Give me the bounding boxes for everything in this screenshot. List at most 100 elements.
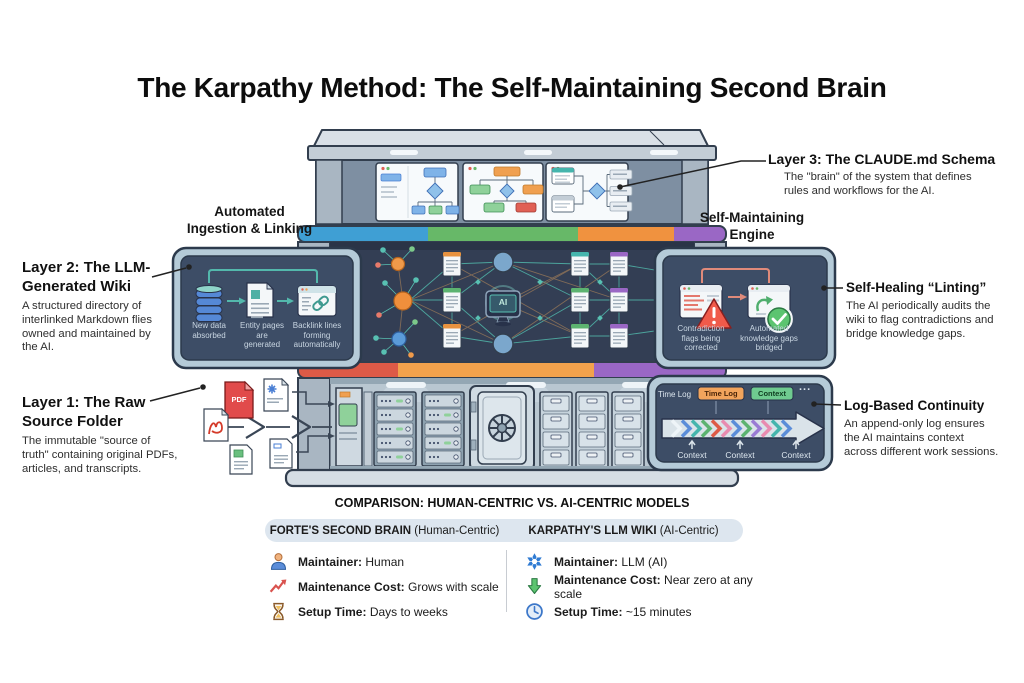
flow-chevron-icon (291, 415, 312, 439)
log-panel (646, 374, 834, 472)
layer3-title: Layer 3: The CLAUDE.md Schema (768, 151, 996, 167)
forte-header-bold: FORTE'S SECOND BRAIN (269, 524, 412, 537)
context-pointer-arrows (688, 439, 800, 449)
row-label: Setup Time: (298, 604, 367, 619)
ai-monitor (485, 290, 521, 327)
layer3-annotation: Layer 3: The CLAUDE.md Schema The "brain… (768, 151, 1008, 199)
row-value: ~15 minutes (625, 604, 692, 619)
comparison-header-pill: FORTE'S SECOND BRAIN (Human-Centric) KAR… (265, 519, 743, 542)
row-value: Near zero at any scale (554, 572, 753, 601)
person-icon (270, 553, 287, 570)
engine-caption-2: Automated knowledge gaps bridged (740, 324, 798, 353)
acrobat-file-icon (203, 407, 230, 442)
top-floor (315, 159, 709, 225)
layer1-annotation: Layer 1: The Raw Source Folder The immut… (22, 393, 207, 476)
column-divider (506, 550, 507, 612)
filing-cabinet (611, 391, 645, 469)
row-label: Maintainer: (554, 554, 619, 569)
schema-window-3 (545, 162, 633, 222)
knowledge-graph (373, 246, 691, 358)
wiki-caption-1: New data absorbed (192, 321, 226, 340)
log-based-body: An append-only log ensures the AI mainta… (844, 418, 999, 458)
check-circle-icon (765, 305, 793, 333)
karpathy-header-bold: KARPATHY'S LLM WIKI (528, 524, 657, 537)
chain-link-icon (312, 295, 329, 312)
backlink-icon (297, 285, 337, 317)
forte-column-header: FORTE'S SECOND BRAIN (Human-Centric) (265, 525, 504, 537)
comparison-title: COMPARISON: HUMAN-CENTRIC VS. AI-CENTRIC… (334, 496, 690, 510)
text-doc-file-icon (269, 438, 293, 469)
server-rack (421, 391, 465, 467)
filing-cabinet (575, 391, 609, 469)
comparison-row: Setup Time: Days to weeks (268, 599, 503, 624)
row-label: Setup Time: (554, 604, 623, 619)
time-log-badge (697, 386, 745, 401)
context-label-2: Context (725, 450, 755, 460)
database-icon (195, 285, 223, 322)
karpathy-column: Maintainer: LLM (AI) Maintenance Cost: N… (524, 549, 774, 624)
log-based-title: Log-Based Continuity (844, 398, 985, 413)
ingestion-label: Automated Ingestion & Linking (186, 204, 313, 236)
server-rack (373, 391, 417, 467)
log-based-annotation: Log-Based Continuity An append-only log … (844, 398, 1019, 459)
row-value: Grows with scale (408, 579, 499, 594)
gap-bridged-icon (747, 284, 793, 333)
ai-label: AI (498, 297, 508, 307)
context-badge-label: Context (758, 389, 786, 398)
schema-window-2 (462, 162, 544, 222)
roof (307, 129, 717, 161)
engine-label: Self-Maintaining Engine (699, 210, 805, 242)
comparison-row: Maintenance Cost: Grows with scale (268, 574, 503, 599)
image-doc-file-icon (229, 444, 253, 475)
engine-panel (653, 246, 837, 370)
forte-column: Maintainer: Human Maintenance Cost: Grow… (268, 549, 503, 624)
context-label-3: Context (781, 450, 811, 460)
source-files (203, 377, 335, 475)
layer2-title: Layer 2: The LLM- Generated Wiki (22, 259, 151, 295)
clock-icon (526, 603, 543, 620)
pdf-label: PDF (231, 395, 247, 404)
color-band-top (297, 225, 727, 243)
row-label: Maintainer: (298, 554, 363, 569)
hourglass-icon (273, 602, 284, 621)
comparison-row: Maintainer: LLM (AI) (524, 549, 774, 574)
comparison-row: Maintenance Cost: Near zero at any scale (524, 572, 774, 601)
flow-chevron-icon (245, 415, 266, 439)
filing-cabinet (539, 391, 573, 469)
layer3-body: The "brain" of the system that defines r… (784, 171, 972, 197)
self-healing-body: The AI periodically audits the wiki to f… (846, 300, 994, 340)
time-log-left-label: Time Log (658, 390, 692, 399)
layer1-body: The immutable "source of truth" containi… (22, 435, 178, 475)
karpathy-header-rest: (AI-Centric) (659, 524, 719, 537)
layer2-annotation: Layer 2: The LLM- Generated Wiki A struc… (22, 258, 197, 355)
timeline-arrow (661, 411, 825, 446)
openai-logo-icon (527, 553, 542, 570)
wiki-caption-2: Entity pages are generated (239, 321, 285, 350)
karpathy-column-header: KARPATHY'S LLM WIKI (AI-Centric) (504, 525, 743, 537)
comparison-row: Setup Time: ~15 minutes (524, 599, 774, 624)
node-cluster (373, 246, 419, 358)
color-band-bottom (297, 361, 727, 379)
arrow-down-icon (527, 578, 542, 595)
log-ellipsis: ... (799, 381, 812, 393)
row-value: LLM (AI) (621, 554, 668, 569)
warning-triangle-icon (696, 298, 732, 329)
entity-page-icon (246, 281, 275, 319)
engine-caption-1: Contradiction flags being corrected (677, 324, 725, 353)
schema-window-1 (375, 162, 460, 222)
vault (469, 385, 535, 471)
trend-up-icon (269, 579, 287, 593)
row-value: Days to weeks (369, 604, 448, 619)
building-base (284, 468, 740, 488)
self-healing-annotation: Self-Healing “Linting” The AI periodical… (846, 280, 1021, 341)
context-label-1: Context (677, 450, 707, 460)
context-badge (750, 386, 794, 401)
ingestion-machine (335, 387, 373, 467)
row-value: Human (365, 554, 405, 569)
time-log-badge-label: Time Log (704, 389, 738, 398)
annotation-connectors (149, 160, 843, 407)
wiki-panel (171, 246, 363, 370)
page-title: The Karpathy Method: The Self-Maintainin… (137, 72, 887, 103)
